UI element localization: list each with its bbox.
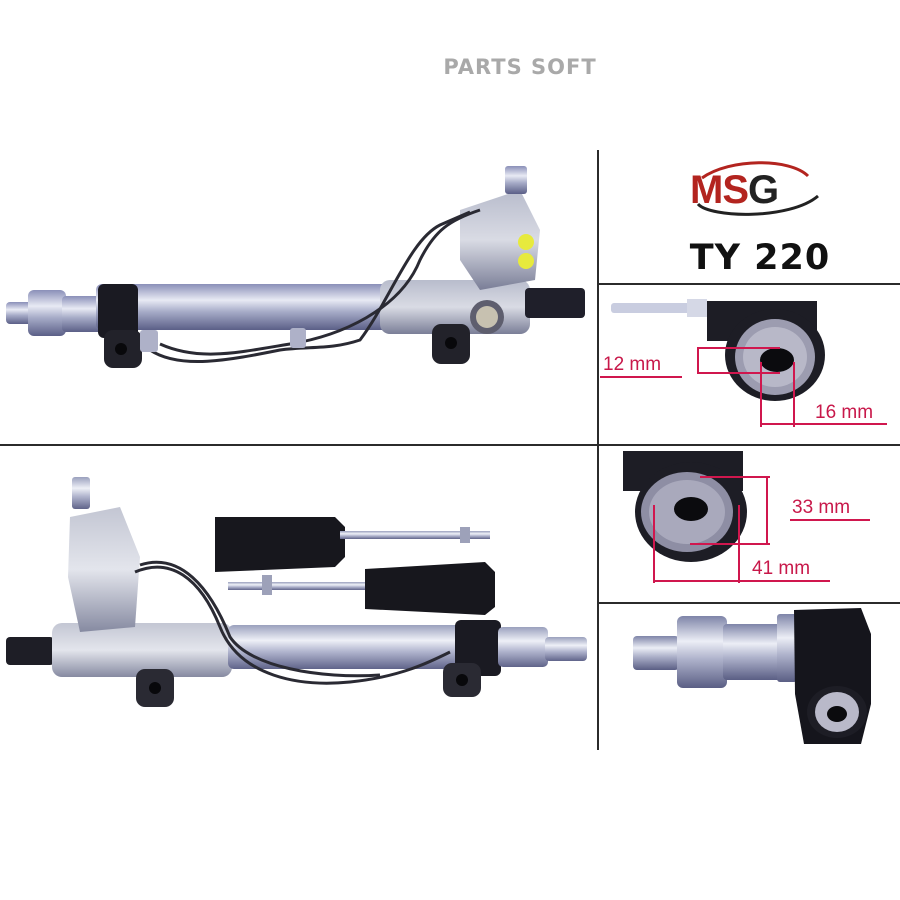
steering-rack-image-top [0, 150, 596, 442]
brand-text-red: MS [690, 168, 749, 212]
dim-16mm-right-line [793, 362, 795, 427]
dim-41mm-arrow [655, 580, 830, 582]
dim-12mm-bottom-line [697, 372, 780, 374]
divider-horizontal-right-2 [598, 602, 900, 604]
part-number: TY 220 [689, 238, 831, 278]
divider-horizontal-right-1 [598, 283, 900, 285]
divider-horizontal-main [0, 444, 900, 446]
dim-33mm-leader [790, 519, 870, 521]
dim-33mm-bottom-line [690, 543, 770, 545]
dim-16mm-arrow [762, 423, 887, 425]
dim-41mm-right-line [738, 505, 740, 583]
dim-12mm-top-line [697, 347, 780, 349]
bushing-small-image [599, 285, 900, 443]
dim-16mm-left-line [760, 362, 762, 427]
orbit-swoosh-icon [696, 161, 819, 216]
dim-label-33mm: 33 mm [792, 497, 851, 518]
rack-end-closeup-image [599, 604, 900, 750]
brand-wordmark: MSG [690, 168, 779, 212]
brand-logo: MSG [680, 160, 830, 220]
dim-33mm-top-line [700, 476, 770, 478]
brand-text-dark: G [748, 168, 779, 212]
dim-label-16mm: 16 mm [815, 402, 874, 423]
watermark: PARTS SOFT [443, 55, 597, 79]
dim-12mm-leader [600, 376, 682, 378]
bushing-large-image [599, 447, 900, 601]
steering-rack-image-bottom [0, 447, 596, 750]
dim-33mm-arrow [766, 478, 768, 543]
dim-12mm-arrow [697, 349, 699, 372]
dim-label-41mm: 41 mm [752, 558, 811, 579]
divider-vertical [597, 150, 599, 750]
dim-41mm-left-line [653, 505, 655, 583]
dim-label-12mm: 12 mm [603, 354, 662, 375]
